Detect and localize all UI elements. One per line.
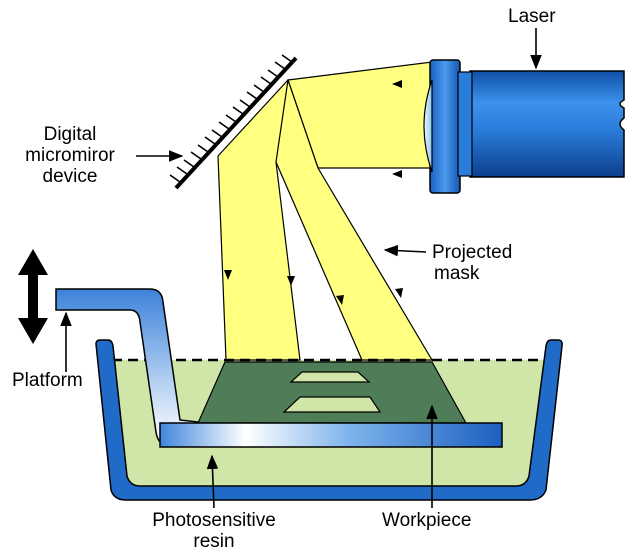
micromirror-device xyxy=(169,54,298,190)
beam-arrow-5 xyxy=(336,295,344,305)
up-down-arrow-icon xyxy=(18,249,48,344)
beam-arrow-4 xyxy=(287,276,295,286)
resin-vat xyxy=(95,339,563,501)
laser-collar xyxy=(457,71,473,177)
platform-label: Platform xyxy=(12,370,83,391)
laser-body xyxy=(469,70,625,178)
resin-label: Photosensitive resin xyxy=(128,510,300,552)
leader-lines xyxy=(60,28,542,509)
resin-label-line-1: Photosensitive xyxy=(152,510,276,531)
dmd-label-line-1: Digital xyxy=(43,124,97,145)
beam-arrow-2 xyxy=(392,170,402,178)
resin-leader xyxy=(206,454,219,509)
beam-arrow-1 xyxy=(392,80,402,88)
laser-unit xyxy=(423,59,625,194)
platform-plate xyxy=(159,422,503,448)
resin-label-line-2: resin xyxy=(193,531,235,552)
projected-mask-line-1: Projected xyxy=(432,242,513,263)
laser-label: Laser xyxy=(508,6,556,27)
reflected-beam-right xyxy=(275,79,434,361)
beam-arrow-6 xyxy=(395,288,403,298)
beam-arrow-3 xyxy=(224,270,232,280)
dmd-label-line-2: micromiror xyxy=(25,145,115,166)
workpiece-shape xyxy=(197,361,468,424)
laser-beams xyxy=(217,61,434,361)
beam-direction-arrows xyxy=(224,80,403,305)
workpiece-label: Workpiece xyxy=(382,510,472,531)
dmd-label: Digital micromiror device xyxy=(4,124,136,187)
build-platform xyxy=(55,288,503,448)
projected-mask-line-2: mask xyxy=(434,263,480,284)
projected-mask-label: Projected mask xyxy=(432,242,512,284)
mask-leader xyxy=(383,244,427,257)
laser-flange xyxy=(429,59,461,194)
dmd-label-line-3: device xyxy=(42,166,98,187)
laser-lens xyxy=(423,79,433,173)
